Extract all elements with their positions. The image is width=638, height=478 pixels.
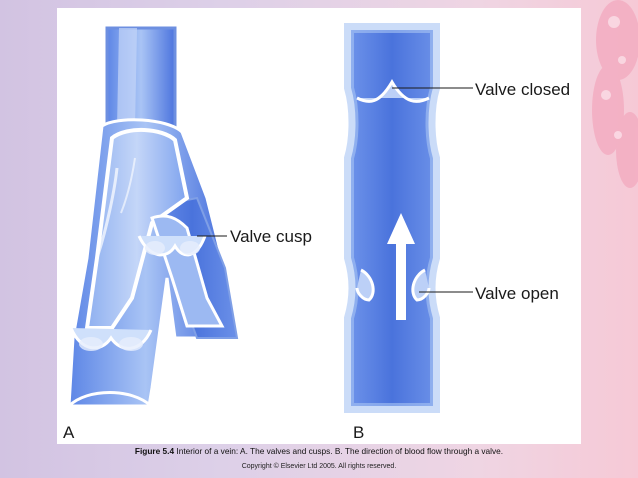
panel-label-b: B (353, 423, 364, 442)
figure-caption: Figure 5.4 Interior of a vein: A. The va… (57, 446, 581, 456)
valve-open-shape (355, 268, 431, 302)
label-valve-open: Valve open (475, 284, 559, 303)
valve-cusp-a-upper (137, 235, 207, 257)
figure-caption-text: Interior of a vein: A. The valves and cu… (174, 446, 504, 456)
figure-number: Figure 5.4 (134, 446, 175, 456)
panel-label-a: A (63, 423, 75, 442)
figure-panel: Valve closed Valve cusp Valve open A B (57, 8, 581, 444)
blood-flow-arrow (387, 213, 415, 320)
decorative-flower-art (592, 0, 638, 188)
valve-closed-shape (356, 79, 430, 103)
vein-illustration: Valve closed Valve cusp Valve open A B (63, 23, 570, 442)
vein-a-diagram (67, 26, 239, 408)
copyright-notice: Copyright © Elsevier Ltd 2005. All right… (241, 463, 397, 470)
vein-b-diagram (344, 23, 473, 413)
label-valve-closed: Valve closed (475, 80, 570, 99)
valve-cusp-a-lower (69, 327, 153, 351)
label-valve-cusp: Valve cusp (230, 227, 312, 246)
